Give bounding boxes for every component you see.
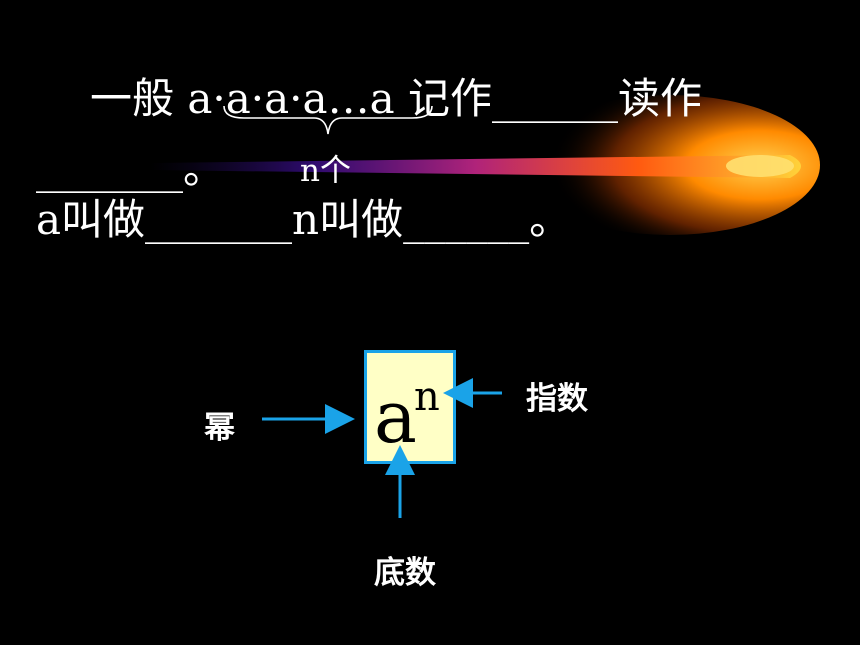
formula-exponent: n <box>414 374 440 420</box>
n-count-label: n个 <box>300 153 351 189</box>
definition-line-2: _______。 <box>36 144 226 193</box>
power-label: 幂 <box>204 410 235 446</box>
definition-line-3: a叫做_______n叫做______。 <box>36 195 572 244</box>
formula-base: a <box>374 375 417 459</box>
underbrace <box>223 105 433 135</box>
definition-line-1: 一般 a·a·a·a…a 记作______读作 <box>90 74 702 123</box>
exponent-label: 指数 <box>526 381 588 417</box>
base-label: 底数 <box>374 555 436 591</box>
